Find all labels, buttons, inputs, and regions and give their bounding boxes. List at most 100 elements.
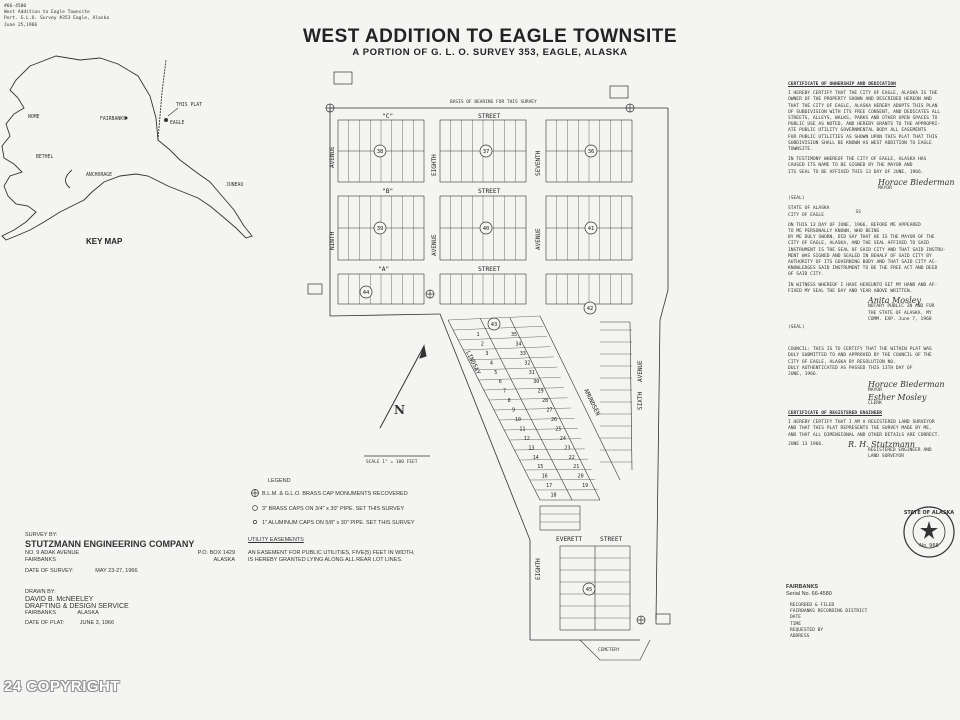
block-number: 41 <box>588 226 595 232</box>
state-line: STATE OF ALASKA <box>788 206 830 212</box>
lot-number: 5 <box>494 370 497 376</box>
notary-line: COMM. EXP. June 7, 1968 <box>868 316 932 322</box>
lot-number: 7 <box>503 389 506 395</box>
seal-star-icon <box>920 521 938 539</box>
block-number: 45 <box>586 587 593 593</box>
key-map-outline <box>1 55 253 241</box>
lot-number: 34 <box>515 341 521 347</box>
avenue-label-lindsay: LINDSAY <box>464 350 482 376</box>
lot-number: 24 <box>560 436 566 442</box>
ack-line: KNOWLEDGES SAID INSTRUMENT TO BE THE FRE… <box>788 266 938 272</box>
ownership-line: OWNER OF THE PROPERTY SHOWN AND DESCRIBE… <box>788 97 932 103</box>
ownership-line: PUBLIC USE AS NOTED, AND HEREBY GRANTS T… <box>788 122 941 128</box>
block-number: 42 <box>587 306 594 312</box>
engineer-date: JUNE 13 1966. <box>788 441 824 447</box>
lot-number: 20 <box>578 474 584 480</box>
ss-label: SS <box>855 209 862 215</box>
street-label-c-street: STREET <box>478 113 501 120</box>
lot-number: 13 <box>528 445 534 451</box>
lot-number: 18 <box>551 493 557 499</box>
lot-number: 10 <box>515 417 521 423</box>
block-number: 43 <box>491 322 498 328</box>
fairbanks-label: FAIRBANKS <box>786 584 819 590</box>
recording-title: RECORDED & FILED <box>790 603 835 608</box>
ownership-line: OF SUBDIVISION WITH ITS FREE CONSENT, AN… <box>788 109 941 115</box>
ack-line: TO ME PERSONALLY KNOWN, WHO BEING <box>788 229 880 235</box>
ack-line: CITY OF EAGLE, ALASKA, AND THE SEAL AFFI… <box>788 241 930 247</box>
avenue-label-eighth-avenue: AVENUE <box>431 234 438 256</box>
serial-number: Serial No. 66-4580 <box>786 591 832 597</box>
avenue-label-eighth-lower: EIGHTH <box>535 558 542 580</box>
legend-symbols <box>251 489 259 524</box>
easements-text-2: IS HEREBY GRANTED LYING ALONG ALL REAR L… <box>248 557 403 563</box>
council-line: CITY OF EAGLE, ALASKA BY RESOLUTION NO. <box>788 359 896 365</box>
lot-number: 31 <box>529 370 535 376</box>
lot-number: 33 <box>520 351 526 357</box>
diagonal-lot-lines <box>447 315 632 491</box>
block-circle <box>479 144 493 158</box>
lot-number: 26 <box>551 417 557 423</box>
notary-line: THE STATE OF ALASKA. MY <box>868 310 932 316</box>
surveyor-company: STUTZMANN ENGINEERING COMPANY <box>25 539 195 549</box>
ack-line: INSTRUMENT IS THE SEAL OF SAID CITY AND … <box>788 247 946 253</box>
block-circle <box>373 144 387 158</box>
council-line: DULY SUBMITTED TO AND APPROVED BY THE CO… <box>788 353 932 359</box>
certificate-column: CERTIFICATE OF OWNERSHIP AND DEDICATION … <box>788 82 956 460</box>
engineer-line: AND THAT THIS PLAT REPRESENTS THE SURVEY… <box>788 426 932 432</box>
surveyor-label: SURVEY BY: <box>25 532 58 538</box>
fairbanks-serial: FAIRBANKS Serial No. 66-4580 <box>786 584 876 598</box>
drafter-label: DRAWN BY: <box>25 589 56 595</box>
lot-number: 2 <box>481 341 484 347</box>
lot-number: 23 <box>564 445 570 451</box>
lot-number: 27 <box>547 408 553 414</box>
recording-stamp: RECORDED & FILED FAIRBANKS RECORDING DIS… <box>790 603 960 640</box>
block-circle <box>487 317 501 331</box>
drafter-block: DRAWN BY: DAVID B. McNEELEY DRAFTING & D… <box>25 589 235 627</box>
notary-signature: Anita Mosley <box>868 296 921 306</box>
lot-number: 21 <box>573 464 579 470</box>
mayor-label: MAYOR <box>878 186 892 192</box>
ownership-line: ATE PUBLIC UTILITY GOVERNMENTAL BODY ALL… <box>788 128 927 134</box>
ownership-line: THAT THE CITY OF EAGLE, ALASKA HEREBY AD… <box>788 103 938 109</box>
drafter-company: DRAFTING & DESIGN SERVICE <box>25 603 129 610</box>
ownership-line: I HEREBY CERTIFY THAT THE CITY OF EAGLE,… <box>788 91 938 97</box>
lot-number: 30 <box>533 379 539 385</box>
engineer-signature: R. H. Stutzmann <box>847 439 916 449</box>
street-label-a: "A" <box>378 266 389 273</box>
lot-number: 29 <box>538 389 544 395</box>
surveyor-block: SURVEY BY: STUTZMANN ENGINEERING COMPANY… <box>25 532 235 575</box>
lot-number: 9 <box>512 408 515 414</box>
file-title: West Addition to Eagle Townsite <box>4 10 90 16</box>
seal-number-text: No. 966 <box>919 543 938 549</box>
survey-date-label: DATE OF SURVEY: <box>25 568 74 574</box>
plat-subtitle: A PORTION OF G. L. O. SURVEY 353, EAGLE,… <box>352 47 628 58</box>
north-arrow: N <box>379 344 427 429</box>
lot-number: 14 <box>533 455 539 461</box>
diagonal-blocks <box>447 315 633 501</box>
legend-title: LEGEND <box>268 478 291 484</box>
drafter-city: FAIRBANKS <box>25 610 56 616</box>
scale-label: SCALE 1" = 100 FEET <box>366 459 418 465</box>
seal-state-text: STATE OF ALASKA <box>904 510 954 516</box>
plat-title: WEST ADDITION TO EAGLE TOWNSITE <box>302 26 678 47</box>
block-number: 40 <box>483 226 490 232</box>
block-circle <box>582 582 596 596</box>
council-mayor-signature: Horace Biederman <box>868 380 945 390</box>
legend-item-monuments: B.L.M. & G.L.O. BRASS CAP MONUMENTS RECO… <box>262 491 408 497</box>
easements-text-1: AN EASEMENT FOR PUBLIC UTILITIES, FIVE(5… <box>248 550 415 556</box>
witness-line: CAUSED ITS NAME TO BE SIGNED BY THE MAYO… <box>788 163 913 169</box>
engineer-line: I HEREBY CERTIFY THAT I AM A REGISTERED … <box>788 420 935 426</box>
ack-line: OF SAID CITY. <box>788 272 824 278</box>
north-label: N <box>394 403 405 417</box>
recording-district: FAIRBANKS RECORDING DISTRICT <box>790 609 868 615</box>
lot-number: 3 <box>485 351 488 357</box>
lot-number: 17 <box>546 483 552 489</box>
city-line: CITY OF EAGLE <box>788 212 824 218</box>
easements-title: UTILITY EASEMENTS <box>248 537 304 543</box>
survey-date: MAY 23-27, 1966 <box>95 568 138 574</box>
ack-line: AUTHORITY OF ITS GOVERNING BODY AND THAT… <box>788 260 938 266</box>
lot-number: 4 <box>490 360 493 366</box>
street-label-b-street: STREET <box>478 188 501 195</box>
lot-number: 22 <box>569 455 575 461</box>
engineer-label: REGISTERED ENGINEER AND <box>868 447 932 453</box>
